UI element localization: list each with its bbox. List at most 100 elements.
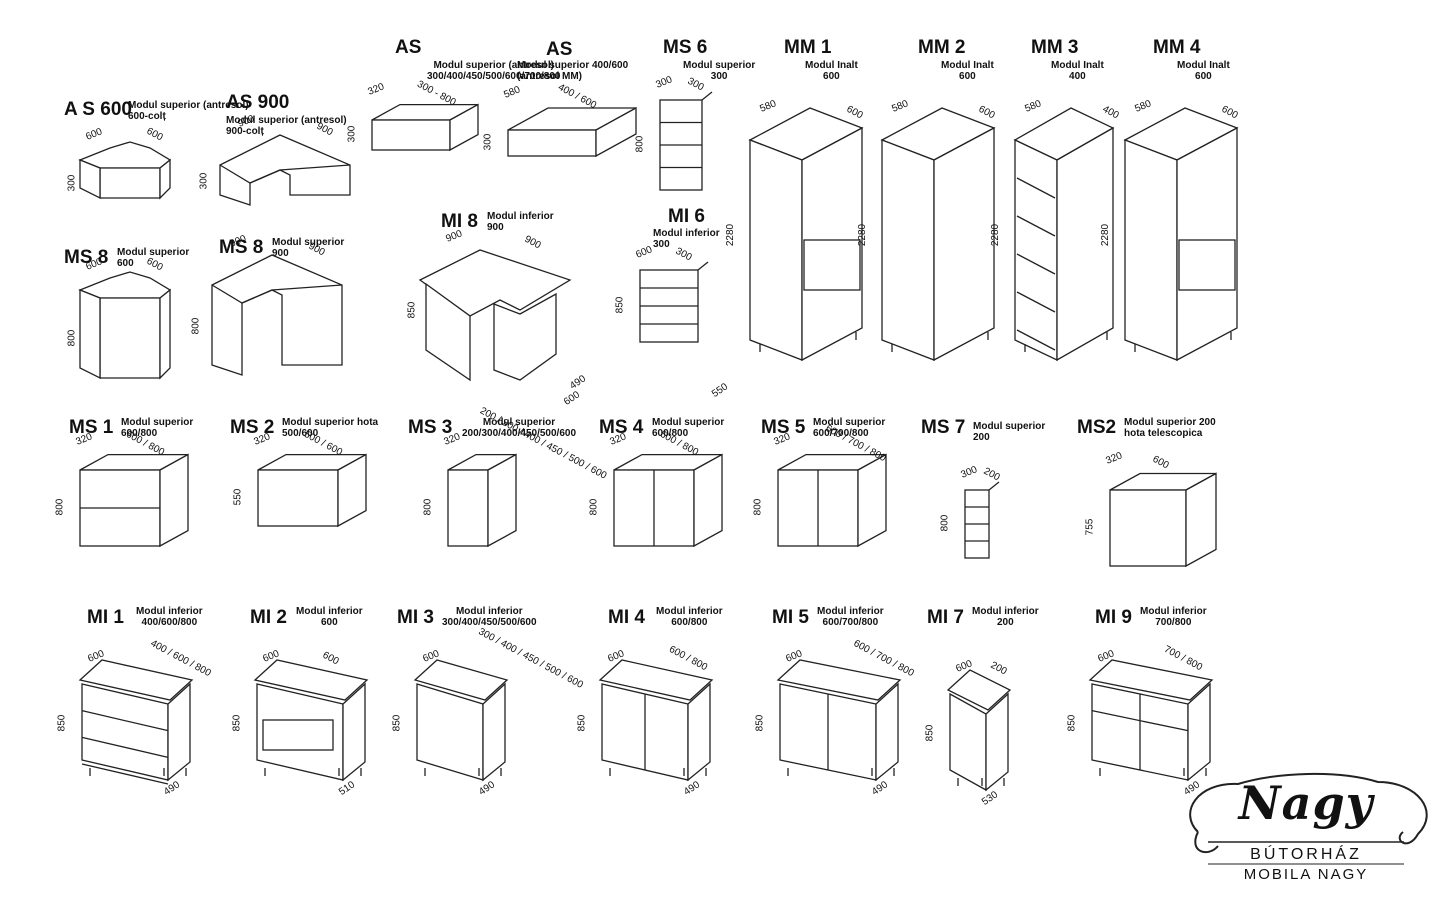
description-line: Modul superior — [121, 417, 194, 428]
module-code: MI 9 — [1095, 607, 1132, 628]
dimension-depth: 580 — [1133, 98, 1153, 115]
cabinet-front-left — [749, 139, 803, 361]
dimension-height: 755 — [1084, 518, 1096, 536]
module-code: MI 2 — [250, 607, 287, 628]
dimension-depth: 580 — [1023, 98, 1043, 115]
cabinet-front — [99, 167, 161, 199]
dimension-height: 800 — [939, 514, 951, 532]
cabinet-side — [449, 103, 479, 152]
dimension-width: 200 — [981, 465, 1002, 484]
dimension-bottom: 490 — [162, 779, 183, 798]
cabinet-front — [371, 119, 451, 151]
dimension-height: 850 — [1066, 714, 1078, 732]
dimension-depth: 580 — [758, 98, 778, 115]
counter-top — [78, 659, 194, 701]
description-line: Modul inferior — [487, 211, 554, 222]
cabinet-side — [985, 692, 1009, 792]
dimension-width: 600 / 800 — [667, 643, 710, 674]
cabinet-top-edge — [219, 164, 351, 184]
description-line: (antresol MM) — [517, 71, 582, 82]
module-code: MS 5 — [761, 417, 806, 438]
cabinet-top — [447, 453, 517, 471]
dimension-height: 800 — [190, 317, 202, 335]
description-line: 200 — [973, 432, 990, 443]
cabinet-front — [777, 469, 859, 547]
cabinet-front — [99, 297, 161, 379]
dimension-width: 700 / 800 — [1162, 643, 1205, 674]
module-code: MI 3 — [397, 607, 434, 628]
drawer-line — [81, 736, 169, 758]
dimension-width: 600 — [144, 125, 165, 144]
cabinet-front — [779, 683, 877, 781]
dimension-height: 800 — [422, 498, 434, 516]
cabinet-front — [949, 692, 987, 792]
dimension-depth: 600 — [954, 658, 974, 675]
shelf-depth — [697, 261, 709, 271]
description-line: Modul superior — [117, 247, 190, 258]
dimension-height: 300 — [482, 133, 494, 151]
description-line: 400 — [1069, 71, 1086, 82]
cabinet-front — [1109, 489, 1187, 567]
description-line: Modul inferior — [972, 606, 1039, 617]
description-line: 600 — [320, 617, 338, 628]
dimension-height: 300 — [198, 172, 210, 190]
dimension-depth: 600 — [421, 648, 441, 665]
logo-frame — [1189, 773, 1428, 865]
module-code: MI 8 — [441, 211, 478, 232]
logo-script-text: Nagy — [1238, 776, 1374, 830]
dimension-width: 600 — [1219, 103, 1240, 122]
cabinet-side — [482, 682, 506, 782]
module-code: MI 1 — [87, 607, 124, 628]
dimension-width: 300 - 800 — [415, 78, 458, 108]
description-line: Modul inferior — [455, 606, 523, 617]
module-code: AS — [395, 37, 422, 58]
description-line: 900 — [487, 222, 504, 233]
module-code: MS 2 — [230, 417, 275, 438]
dimension-depth: 580 — [502, 84, 522, 101]
dimension-bottom: 600 — [562, 389, 583, 408]
dimension-width: 400 — [1100, 103, 1121, 122]
dimension-height: 850 — [231, 714, 243, 732]
module-code: MI 4 — [608, 607, 645, 628]
description-line: 600-colț — [128, 111, 166, 122]
dimension-bottom: 510 — [337, 779, 358, 798]
description-line: Modul Inalt — [1051, 60, 1104, 71]
description-line: 900-colț — [226, 126, 264, 137]
description-line: Modul inferior — [296, 606, 363, 617]
description-line: 200/300/400/450/500/600 — [462, 428, 576, 439]
cabinet-side — [857, 453, 887, 548]
description-line: 700/800 — [1155, 617, 1192, 628]
dimension-bottom: 490 — [682, 779, 703, 798]
dimension-height: 800 — [66, 329, 78, 347]
module-code: MS 1 — [69, 417, 114, 438]
dimension-height: 850 — [614, 296, 626, 314]
cabinet-side — [337, 453, 367, 528]
cabinet-top — [613, 453, 723, 471]
description-line: Modul superior — [272, 237, 345, 248]
logo-line1: BÚTORHÁZ — [1250, 846, 1362, 863]
cabinet-front — [507, 129, 597, 157]
dimension-bottom: 490 — [870, 779, 891, 798]
description-line: 300 — [653, 239, 670, 250]
dimension-height: 850 — [406, 301, 418, 319]
dimension-depth: 580 — [890, 98, 910, 115]
cabinet-front-right — [493, 292, 557, 381]
shelf-depth — [988, 481, 1000, 491]
dimension-width: 600 — [1150, 453, 1171, 471]
module-description: Modul superior (antresol)900-colț — [226, 115, 347, 137]
description-line: Modul superior (antresol) — [226, 115, 347, 126]
description-line: Modul Inalt — [1177, 60, 1230, 71]
cabinet-top — [1123, 107, 1239, 161]
description-line: 500/600 — [282, 428, 319, 439]
counter-top — [418, 249, 572, 317]
glass-shelf — [1016, 329, 1056, 351]
drawer-line — [1091, 710, 1189, 732]
dimension-depth: 320 — [366, 80, 386, 98]
dimension-width: 200 — [988, 659, 1009, 678]
